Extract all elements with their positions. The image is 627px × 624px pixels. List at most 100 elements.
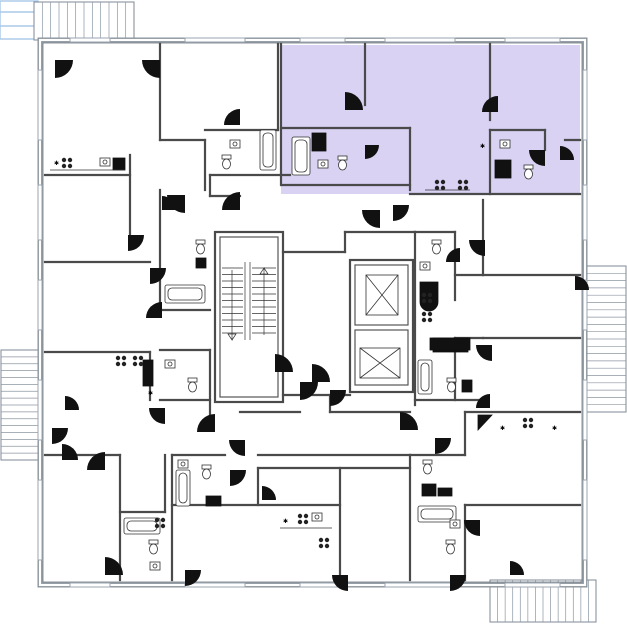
window (582, 379, 588, 441)
appliance (311, 132, 327, 152)
door (275, 354, 293, 372)
fan-mark: ✱ (500, 425, 505, 432)
burner (457, 185, 463, 191)
sink-drain (452, 521, 458, 527)
appliance (494, 159, 512, 179)
windows (37, 37, 588, 588)
burner (318, 537, 324, 543)
door (529, 150, 545, 166)
burner (121, 355, 127, 361)
burner (138, 355, 144, 361)
window (184, 37, 246, 43)
door (149, 408, 165, 424)
staircase (222, 262, 276, 342)
burner (421, 311, 427, 317)
door (464, 520, 480, 536)
toilet-bowl (196, 243, 205, 255)
toilet-tank (431, 239, 442, 245)
burner (427, 317, 433, 323)
door (362, 210, 380, 228)
fan-mark: ✱ (283, 518, 288, 525)
bathtub-basin (420, 508, 454, 520)
window (69, 37, 111, 43)
toilet-tank (221, 154, 232, 160)
balcony-top-left (33, 1, 135, 41)
toilet-tank (187, 377, 198, 383)
door (446, 248, 460, 262)
door (345, 92, 363, 110)
door (87, 452, 105, 470)
door (300, 382, 318, 400)
bathtub-basin (126, 520, 158, 532)
burner (427, 311, 433, 317)
window (37, 279, 43, 331)
burner (297, 513, 303, 519)
burner (115, 355, 121, 361)
appliance (437, 487, 453, 497)
burner (440, 179, 446, 185)
toilet-tank (422, 459, 433, 465)
window (384, 582, 456, 588)
elevator-shaft-lower (359, 347, 401, 379)
bathtub-basin (262, 132, 274, 168)
burner (522, 423, 528, 429)
bathtub-basin (167, 287, 203, 301)
toilet-tank (445, 539, 456, 545)
sink-drain (152, 563, 158, 569)
window (69, 582, 111, 588)
burner (67, 157, 73, 163)
burner (434, 179, 440, 185)
burner (463, 185, 469, 191)
corner-fixture (477, 414, 493, 432)
door (105, 557, 123, 575)
sink-drain (422, 263, 428, 269)
door (185, 570, 201, 586)
toilet-tank (337, 155, 348, 161)
window (504, 582, 561, 588)
sink-drain (102, 159, 108, 165)
burner (132, 355, 138, 361)
burner (318, 543, 324, 549)
window (504, 37, 561, 43)
window (37, 69, 43, 141)
sink-drain (232, 141, 238, 147)
door (365, 145, 379, 159)
burner (522, 417, 528, 423)
door (330, 390, 346, 406)
toilet-bowl (222, 158, 231, 170)
window (37, 184, 43, 241)
door (197, 414, 215, 432)
window (184, 582, 246, 588)
burner (421, 298, 427, 304)
door (510, 561, 524, 575)
toilet-bowl (202, 468, 211, 480)
toilet-bowl (188, 381, 197, 393)
burner (154, 523, 160, 529)
window (582, 184, 588, 241)
highlighted-apartment[interactable] (281, 45, 580, 194)
burner (324, 543, 330, 549)
burner (324, 537, 330, 543)
window (384, 37, 456, 43)
bathtub-basin (420, 362, 430, 392)
window (299, 37, 346, 43)
fan-mark: ✱ (480, 143, 485, 150)
toilet-bowl (423, 463, 432, 475)
door (476, 394, 490, 408)
burner (132, 361, 138, 367)
door (400, 412, 418, 430)
burner (160, 523, 166, 529)
toilet-tank (195, 239, 206, 245)
burner (67, 163, 73, 169)
door (52, 428, 68, 444)
toilet-bowl (524, 168, 533, 180)
door (332, 575, 348, 591)
burner (434, 185, 440, 191)
window (37, 479, 43, 561)
door (128, 235, 144, 251)
sink-drain (167, 361, 173, 367)
door (55, 60, 73, 78)
burner (61, 163, 67, 169)
burner (528, 417, 534, 423)
burner (303, 513, 309, 519)
